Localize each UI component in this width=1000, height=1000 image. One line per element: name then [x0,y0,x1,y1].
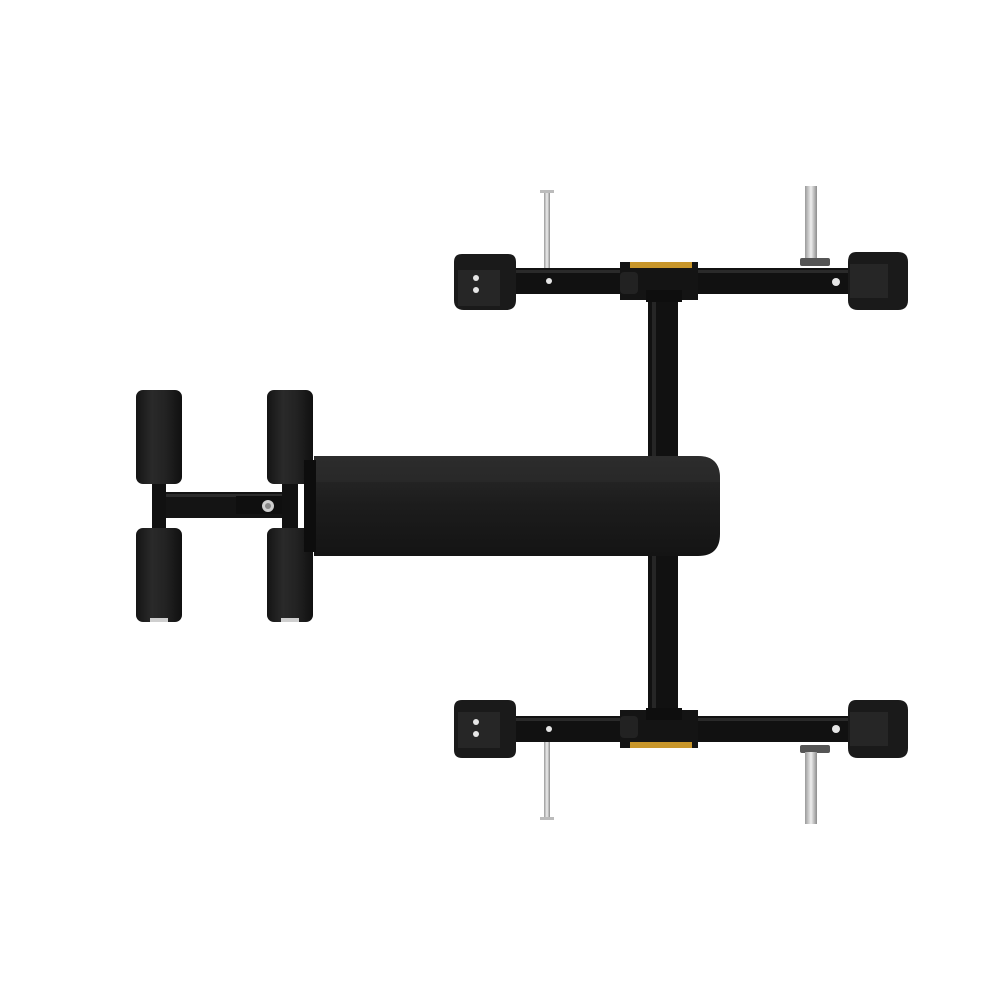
rubber-foot-icon [848,252,908,310]
leg-roller-icon [267,528,313,622]
chrome-pins-top [540,186,817,268]
bottom-crossbar [458,708,858,753]
brass-collar-top [630,262,692,268]
rubber-foot-icon [454,700,516,758]
rubber-foot-icon [454,254,516,310]
adjustment-pin-icon [546,278,552,284]
chrome-pins-bottom [540,742,817,824]
roller-arm [152,482,298,530]
leg-roller-icon [267,390,313,484]
leg-rollers [136,390,313,622]
feet [454,252,908,758]
leg-roller-icon [136,528,182,622]
bench-pad-icon [304,456,720,556]
adjustment-pin-icon [546,726,552,732]
leg-roller-icon [136,390,182,484]
top-crossbar [458,258,858,302]
rubber-foot-icon [848,700,908,758]
brass-collar-bottom [630,742,692,748]
